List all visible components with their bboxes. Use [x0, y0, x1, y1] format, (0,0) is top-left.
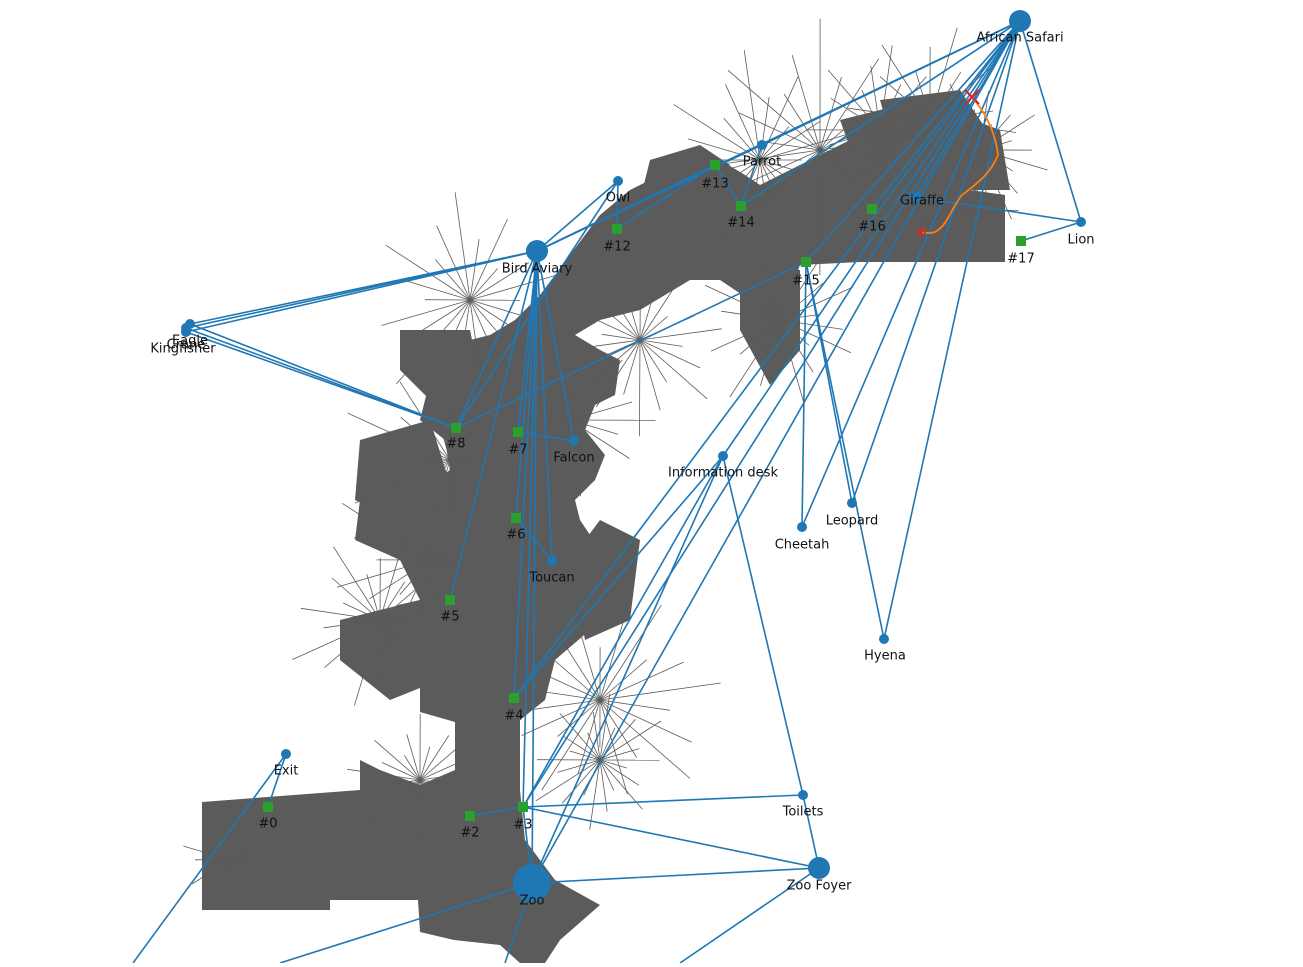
place-label-kingfisher: Kingfisher: [150, 342, 216, 357]
place-node-toucan[interactable]: [547, 556, 557, 566]
waypoint-node-w17[interactable]: [1016, 236, 1026, 246]
waypoint-label-w5: #5: [440, 610, 459, 625]
waypoint-label-w0: #0: [258, 817, 277, 832]
place-label-hyena: Hyena: [864, 649, 906, 664]
place-label-leopard: Leopard: [826, 514, 879, 529]
place-label-toilets: Toilets: [782, 805, 824, 820]
waypoint-node-w15[interactable]: [801, 257, 811, 267]
waypoint-label-w15: #15: [792, 274, 819, 289]
scan-ray: [407, 734, 420, 780]
waypoint-label-w2: #2: [460, 826, 479, 841]
place-node-falcon[interactable]: [569, 436, 579, 446]
waypoint-label-w12: #12: [603, 240, 630, 255]
scan-ray: [640, 340, 660, 410]
waypoint-label-w17: #17: [1007, 252, 1034, 267]
waypoint-node-w13[interactable]: [710, 160, 720, 170]
waypoint-label-w3: #3: [513, 818, 532, 833]
place-node-cheetah[interactable]: [797, 522, 807, 532]
scan-ray: [639, 340, 640, 436]
place-node-african-safari[interactable]: [1009, 10, 1031, 32]
waypoint-node-w0[interactable]: [263, 802, 273, 812]
place-label-falcon: Falcon: [553, 451, 594, 466]
place-label-information-desk: Information desk: [668, 466, 778, 481]
waypoint-label-w8: #8: [446, 437, 465, 452]
waypoint-node-w6[interactable]: [511, 513, 521, 523]
waypoint-label-w7: #7: [508, 443, 527, 458]
waypoint-node-w4[interactable]: [509, 693, 519, 703]
waypoint-label-w14: #14: [727, 216, 754, 231]
place-node-hyena[interactable]: [879, 634, 889, 644]
place-node-exit[interactable]: [281, 749, 291, 759]
waypoint-label-w16: #16: [858, 220, 885, 235]
graph-edge: [1020, 21, 1081, 222]
waypoint-node-w5[interactable]: [445, 595, 455, 605]
graph-edge: [523, 807, 819, 868]
place-node-zoo-foyer[interactable]: [808, 857, 830, 879]
place-label-owl: Owl: [606, 191, 630, 206]
place-node-lion[interactable]: [1076, 217, 1086, 227]
waypoint-node-w16[interactable]: [867, 204, 877, 214]
place-label-bird-aviary: Bird Aviary: [502, 262, 573, 277]
scan-ray: [570, 751, 600, 760]
graph-edge: [523, 795, 803, 807]
place-label-cheetah: Cheetah: [775, 538, 830, 553]
waypoint-node-w12[interactable]: [612, 224, 622, 234]
graph-edge: [806, 262, 884, 639]
waypoint-node-w3[interactable]: [518, 802, 528, 812]
place-node-leopard[interactable]: [847, 498, 857, 508]
scan-ray: [600, 700, 627, 794]
place-node-owl[interactable]: [613, 176, 623, 186]
waypoint-label-w13: #13: [701, 177, 728, 192]
graph-edge: [723, 456, 803, 795]
place-label-exit: Exit: [274, 764, 299, 779]
scan-ray: [381, 300, 470, 326]
occupancy-grid: [183, 19, 1047, 963]
waypoint-node-w7[interactable]: [513, 427, 523, 437]
graph-edge: [532, 21, 1020, 883]
place-label-lion: Lion: [1067, 233, 1094, 248]
place-node-information-desk[interactable]: [718, 451, 728, 461]
graph-edge: [532, 868, 819, 883]
place-node-parrot[interactable]: [757, 140, 767, 150]
waypoint-node-w8[interactable]: [451, 423, 461, 433]
place-label-giraffe: Giraffe: [900, 194, 944, 209]
place-label-toucan: Toucan: [528, 571, 574, 586]
place-label-zoo: Zoo: [520, 894, 545, 909]
scan-ray: [600, 749, 639, 760]
scan-ray: [400, 279, 470, 300]
place-label-parrot: Parrot: [743, 155, 781, 170]
waypoint-label-w6: #6: [506, 528, 525, 543]
graph-edge: [186, 251, 537, 332]
place-label-african-safari: African Safari: [976, 31, 1063, 46]
waypoint-label-w4: #4: [504, 709, 523, 724]
graph-edge: [802, 262, 806, 527]
place-node-toilets[interactable]: [798, 790, 808, 800]
place-node-bird-aviary[interactable]: [526, 240, 548, 262]
waypoint-node-w2[interactable]: [465, 811, 475, 821]
scan-ray: [640, 340, 707, 399]
scan-ray: [600, 760, 627, 768]
scan-ray: [792, 55, 820, 150]
waypoint-node-w14[interactable]: [736, 201, 746, 211]
place-label-zoo-foyer: Zoo Foyer: [787, 879, 853, 894]
scan-ray: [420, 747, 430, 780]
